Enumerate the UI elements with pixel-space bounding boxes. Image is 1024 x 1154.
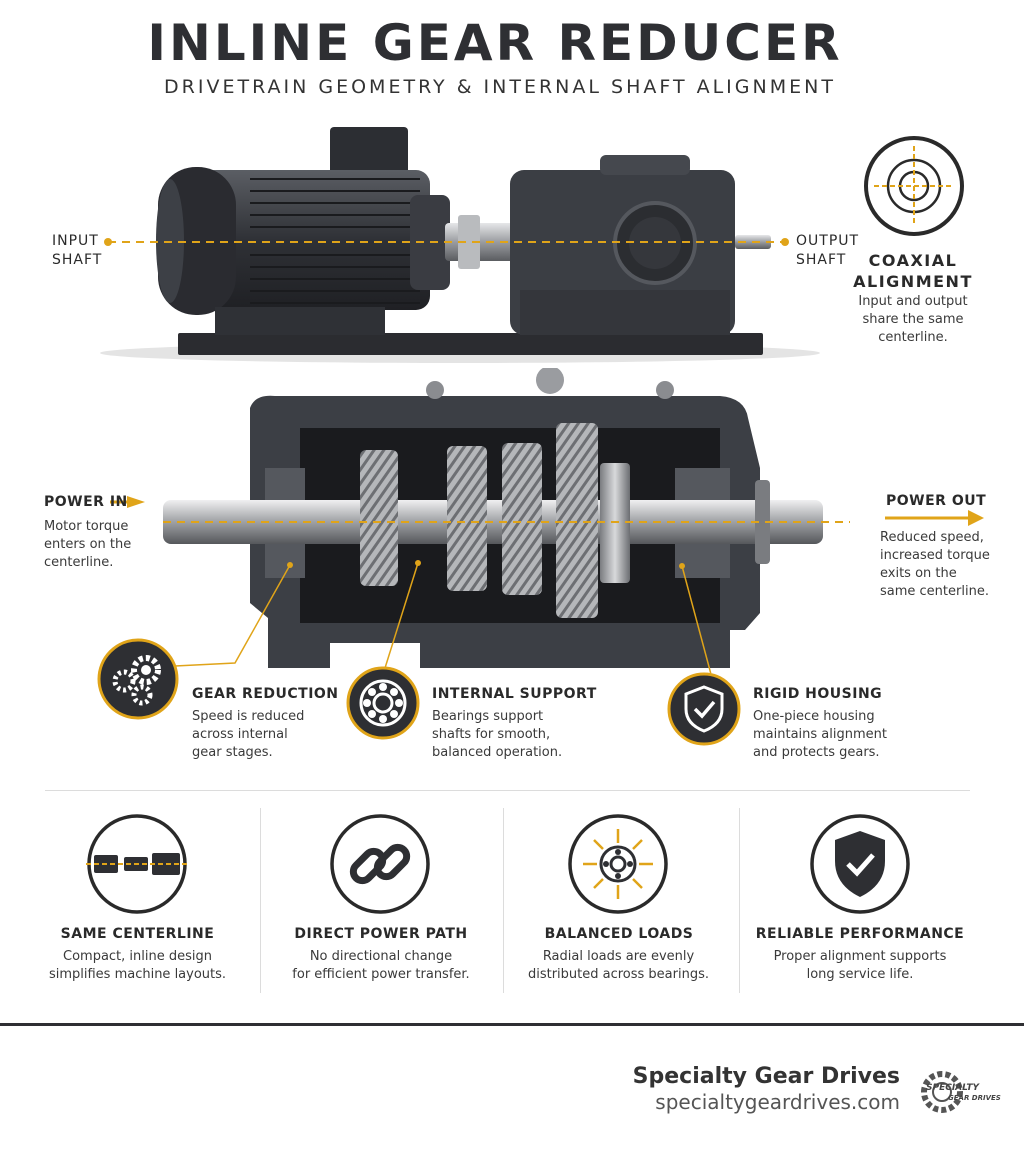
svg-text:GEAR DRIVES: GEAR DRIVES xyxy=(948,1094,1001,1102)
feature-divider xyxy=(260,808,261,993)
feature-title: BALANCED LOADS xyxy=(544,926,694,942)
chain-link-icon xyxy=(330,814,430,914)
power-out-title: POWER OUT xyxy=(886,493,987,509)
gear-reduction-title: GEAR REDUCTION xyxy=(192,686,339,702)
brand-logo: SPECIALTY GEAR DRIVES xyxy=(921,1071,1001,1113)
radial-load-icon xyxy=(568,814,668,914)
page-title: INLINE GEAR REDUCER xyxy=(147,14,843,72)
internal-support-title: INTERNAL SUPPORT xyxy=(432,686,597,702)
shield-check-icon xyxy=(667,672,741,746)
svg-text:SPECIALTY: SPECIALTY xyxy=(926,1083,981,1093)
motor xyxy=(156,127,450,335)
bearing-icon xyxy=(346,666,420,740)
gears-icon xyxy=(97,638,179,720)
motor-reducer-illustration xyxy=(100,127,820,363)
shield-check-icon xyxy=(810,814,910,914)
brand-name: Specialty Gear Drives xyxy=(632,1064,900,1089)
rigid-housing-title: RIGID HOUSING xyxy=(753,686,883,702)
crosshair-icon xyxy=(864,136,964,236)
brand-url[interactable]: specialtygeardrives.com xyxy=(655,1090,900,1114)
power-in-title: POWER IN xyxy=(44,494,128,510)
feature-title: SAME CENTERLINE xyxy=(60,926,215,942)
section-divider xyxy=(45,790,970,791)
page-subtitle: DRIVETRAIN GEOMETRY & INTERNAL SHAFT ALI… xyxy=(164,76,836,98)
footer-rule xyxy=(0,1023,1024,1026)
cutaway-illustration xyxy=(110,368,984,673)
feature-divider xyxy=(739,808,740,993)
feature-title: RELIABLE PERFORMANCE xyxy=(755,926,965,942)
inline-centerline-icon xyxy=(86,814,188,914)
feature-divider xyxy=(503,808,504,993)
feature-title: DIRECT POWER PATH xyxy=(294,926,468,942)
reducer-housing xyxy=(510,155,771,335)
